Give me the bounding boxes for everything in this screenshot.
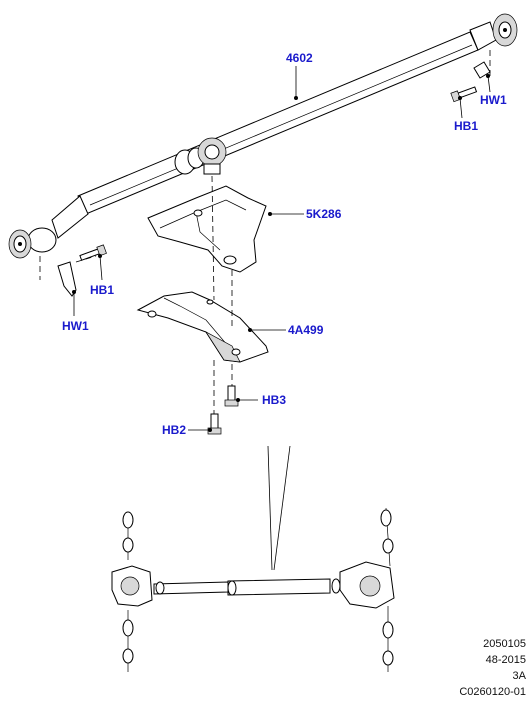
callout-5k286: 5K286 bbox=[306, 207, 342, 221]
callout-hb1-left: HB1 bbox=[90, 283, 114, 297]
bolt-hb1-right bbox=[450, 86, 478, 103]
callout-hb2: HB2 bbox=[162, 423, 186, 437]
leader-lines bbox=[72, 66, 491, 432]
callout-hb3: HB3 bbox=[262, 393, 286, 407]
bolt-hb1-left bbox=[79, 244, 107, 261]
reference-line-3: 3A bbox=[512, 670, 526, 682]
location-pointer bbox=[267, 445, 291, 571]
bolt-hb2 bbox=[207, 413, 222, 435]
reference-line-2: 48-2015 bbox=[485, 654, 526, 666]
drivetrain-overview bbox=[111, 507, 395, 672]
callout-hw1-left: HW1 bbox=[62, 319, 89, 333]
callout-hw1-right: HW1 bbox=[480, 93, 507, 107]
reference-line-1: 2050105 bbox=[483, 638, 526, 650]
callout-hb1-right: HB1 bbox=[454, 119, 478, 133]
heat-shield bbox=[147, 185, 267, 273]
reference-line-4: C0260120-01 bbox=[459, 686, 526, 698]
propeller-shaft bbox=[8, 13, 518, 259]
assembly-lines bbox=[39, 50, 491, 414]
reference-block: 2050105 48-2015 3A C0260120-01 bbox=[459, 636, 526, 700]
callout-4a499: 4A499 bbox=[288, 323, 324, 337]
bolt-hb3 bbox=[224, 385, 239, 407]
crossmember bbox=[136, 291, 269, 363]
callout-4602: 4602 bbox=[286, 51, 313, 65]
